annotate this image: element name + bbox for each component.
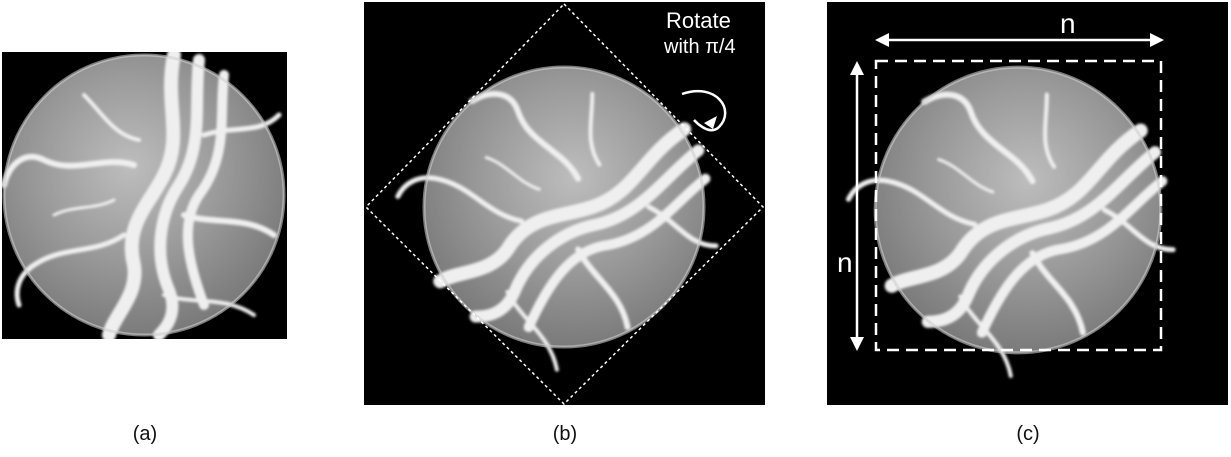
caption-c: (c) xyxy=(1016,423,1040,445)
panel-a xyxy=(2,52,287,339)
panel-b: Rotate with π/4 xyxy=(364,2,765,405)
dimension-label-left: n xyxy=(837,247,853,278)
rotate-label-line2: with π/4 xyxy=(664,36,736,58)
dimension-label-top: n xyxy=(1060,8,1076,39)
panel-c: n n xyxy=(827,2,1228,405)
caption-b: (b) xyxy=(552,423,578,445)
crop-box xyxy=(874,59,1163,352)
fundus-image-b xyxy=(364,2,765,405)
caption-a: (a) xyxy=(132,423,158,445)
fundus-image-a xyxy=(2,52,287,339)
rotated-boundary xyxy=(364,2,765,405)
rotate-arrow-icon xyxy=(681,89,727,132)
rotate-label-line1: Rotate xyxy=(666,8,731,33)
fundus-image-c xyxy=(827,2,1228,405)
